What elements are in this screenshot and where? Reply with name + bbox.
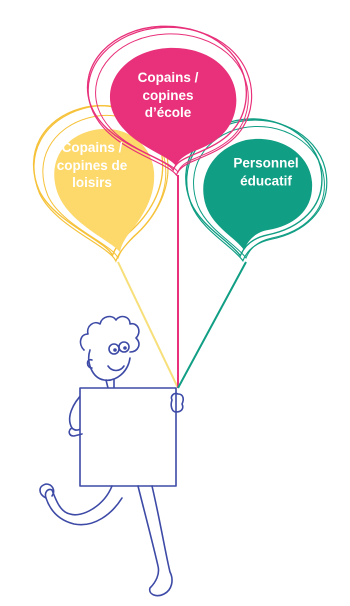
label-line: d’école — [144, 104, 192, 120]
balloon-outline — [87, 26, 253, 177]
label-line: loisirs — [72, 174, 112, 190]
character-illustration — [39, 315, 184, 597]
balloon-string-yellow — [117, 261, 179, 389]
balloon-ecole — [86, 25, 253, 177]
character-head — [88, 349, 131, 382]
label-line: Copains / — [137, 69, 199, 85]
character-hand-right — [170, 392, 184, 413]
label-line: copines de — [56, 157, 128, 173]
balloon-educatif — [185, 118, 328, 262]
sign-board — [79, 387, 177, 487]
balloon-body — [203, 138, 313, 250]
character-mouth — [107, 365, 125, 372]
balloon-string-green — [177, 261, 247, 389]
balloon-label-educatif: Personnel éducatif — [233, 155, 298, 190]
label-line: Copains / — [61, 139, 123, 155]
balloon-outline — [193, 126, 325, 260]
character-shoe-left — [39, 483, 55, 499]
balloon-outline — [95, 33, 249, 174]
balloon-body — [54, 128, 155, 252]
label-line: éducatif — [240, 173, 292, 188]
character-leg-left — [44, 485, 123, 526]
balloon-label-loisirs: Copains / copines de loisirs — [57, 139, 128, 192]
character-eye-right — [118, 341, 130, 353]
balloon-outline — [186, 119, 328, 262]
balloon-label-ecole: Copains / copines d’école — [138, 69, 199, 122]
character-leg-right — [137, 485, 173, 597]
label-line: Personnel — [233, 155, 299, 171]
label-line: copines — [142, 87, 194, 103]
balloon-body — [109, 47, 237, 166]
character-hair — [79, 315, 140, 353]
